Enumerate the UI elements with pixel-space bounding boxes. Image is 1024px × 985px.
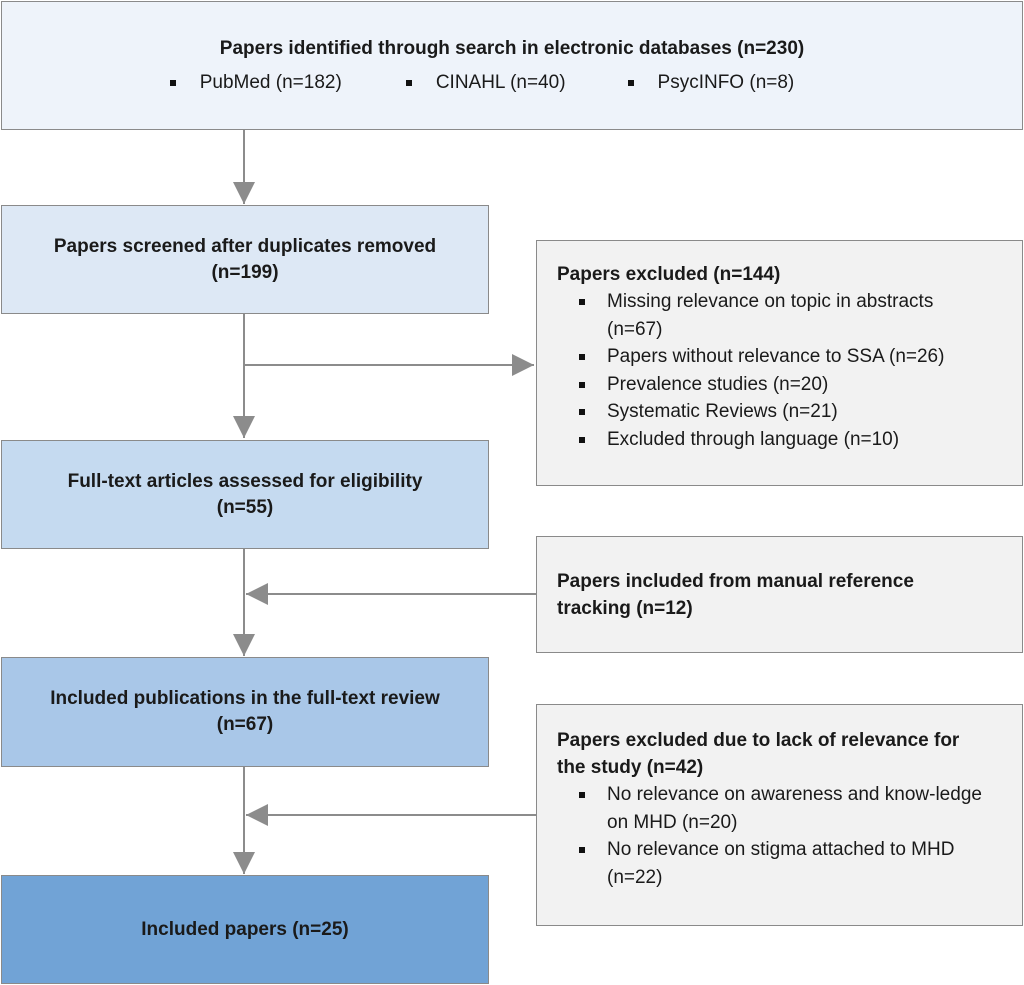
source-cinahl: CINAHL (n=40)	[405, 70, 566, 96]
list-item: Missing relevance on topic in abstracts …	[557, 288, 1004, 343]
screened-label: Papers screened after duplicates removed	[53, 235, 437, 257]
source-pubmed: PubMed (n=182)	[169, 70, 342, 96]
final-included-box: Included papers (n=25)	[1, 875, 489, 984]
list-item: Systematic Reviews (n=21)	[557, 398, 1004, 426]
manual-tracking-box: Papers included from manual reference tr…	[536, 536, 1023, 653]
included-review-count: (n=67)	[216, 714, 274, 735]
fulltext-box: Full-text articles assessed for eligibil…	[1, 440, 489, 549]
screened-count: (n=199)	[211, 261, 279, 283]
screened-box: Papers screened after duplicates removed…	[1, 205, 489, 314]
excluded-box: Papers excluded (n=144) Missing relevanc…	[536, 240, 1023, 486]
source-list: PubMed (n=182) CINAHL (n=40) PsycINFO (n…	[169, 70, 794, 96]
excluded-list: Missing relevance on topic in abstracts …	[557, 288, 1004, 453]
list-item: No relevance on awareness and know-ledge…	[557, 781, 992, 836]
identification-title: Papers identified through search in elec…	[219, 37, 805, 59]
manual-tracking-title: Papers included from manual reference tr…	[557, 571, 914, 619]
final-included-label: Included papers (n=25)	[141, 918, 349, 940]
list-item: Papers without relevance to SSA (n=26)	[557, 343, 1004, 371]
list-item: Excluded through language (n=10)	[557, 426, 1004, 454]
excluded-title: Papers excluded (n=144)	[557, 264, 781, 285]
included-review-label: Included publications in the full-text r…	[50, 688, 440, 709]
fulltext-label: Full-text articles assessed for eligibil…	[67, 470, 423, 492]
list-item: No relevance on stigma attached to MHD (…	[557, 836, 992, 891]
identification-box: Papers identified through search in elec…	[1, 1, 1023, 130]
excluded-relevance-list: No relevance on awareness and know-ledge…	[557, 781, 992, 891]
included-review-box: Included publications in the full-text r…	[1, 657, 489, 767]
fulltext-count: (n=55)	[216, 496, 274, 518]
source-psycinfo: PsycINFO (n=8)	[627, 70, 794, 96]
excluded-relevance-title: Papers excluded due to lack of relevance…	[557, 730, 960, 778]
list-item: Prevalence studies (n=20)	[557, 371, 1004, 399]
excluded-relevance-box: Papers excluded due to lack of relevance…	[536, 704, 1023, 926]
